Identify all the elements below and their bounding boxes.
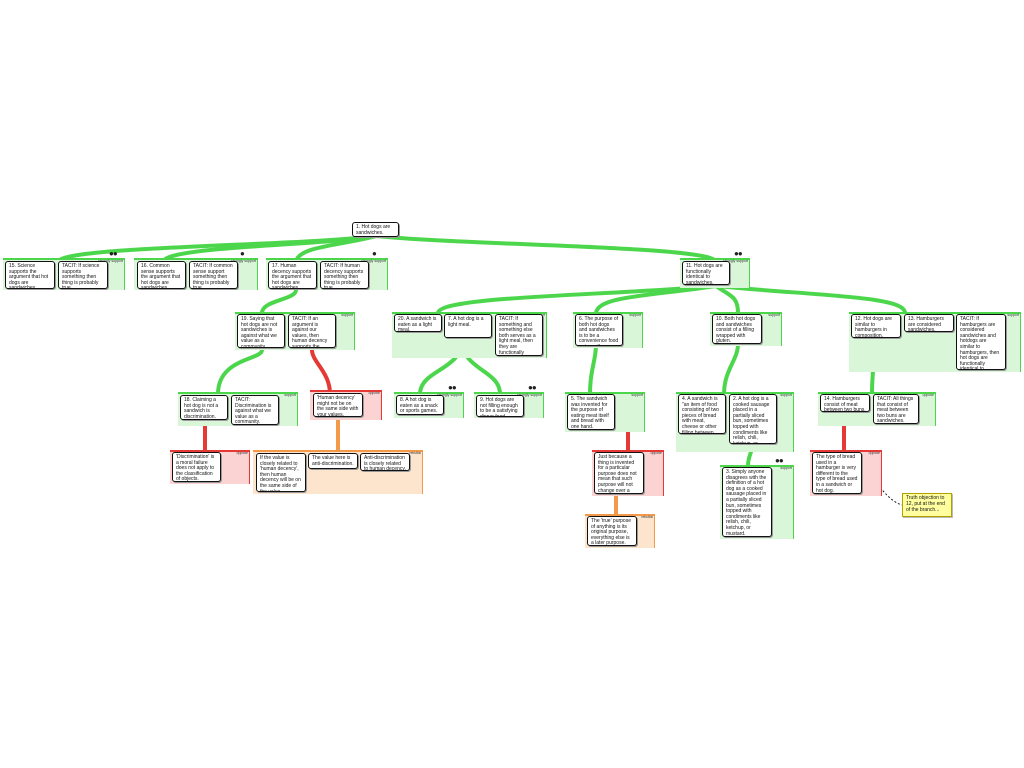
rebuttal-premise-2[interactable]: The value here is anti-discrimination. (308, 453, 358, 469)
premise-5[interactable]: 5. The sandwich was invented for the pur… (567, 394, 615, 430)
premise-7-tacit[interactable]: TACIT: If something and something else b… (495, 314, 543, 356)
strength-label: strongly support (723, 259, 748, 263)
objection-19[interactable]: 'Human decency' might not be on the same… (313, 393, 363, 417)
premise-9[interactable]: 9. Hot dogs are not filling enough to be… (476, 395, 524, 417)
premise-20[interactable]: 20. A sandwich is eaten as a light meal. (394, 314, 442, 332)
strength-label: support (284, 393, 296, 397)
strength-label: support (768, 313, 780, 317)
premise-16-tacit[interactable]: TACIT: If common sense support something… (189, 261, 238, 289)
strength-label: oppose (650, 451, 662, 455)
premise-18[interactable]: 18. Claiming a hot dog is not a sandwich… (180, 395, 228, 420)
strength-label: oppose (236, 451, 248, 455)
strength-label: support (780, 393, 792, 397)
premise-18-tacit[interactable]: TACIT: Discrimination is against what we… (231, 395, 279, 425)
premise-19[interactable]: 19. Saying that hot dogs are not sandwic… (237, 314, 285, 348)
premise-10[interactable]: 10. Both hot dogs and sandwiches consist… (712, 314, 762, 344)
objection-5[interactable]: Just because a thing is invented for a p… (594, 452, 644, 494)
strength-label: oppose (868, 451, 880, 455)
strength-label: support (629, 313, 641, 317)
premise-8[interactable]: 8. A hot dog is eaten as a snack or spor… (396, 395, 444, 415)
objection-14[interactable]: The type of bread used in a hamburger is… (812, 452, 862, 494)
sticky-note[interactable]: Truth objection to 12, put at the end of… (902, 493, 952, 517)
strength-label: oppose (922, 393, 934, 397)
premise-3[interactable]: 3. Simply anyone disagrees with the defi… (722, 467, 772, 537)
premise-12[interactable]: 12. Hot dogs are similar to hamburgers i… (851, 314, 901, 338)
strength-label: strongly support (98, 259, 123, 263)
strength-label: support (341, 313, 353, 317)
strength-label: strongly support (517, 393, 542, 397)
premise-dots-icon: ● (372, 249, 377, 258)
premise-17[interactable]: 17. Human decency supports the argument … (268, 261, 317, 289)
premise-14[interactable]: 14. Hamburgers consist of meat between t… (820, 394, 870, 412)
strength-label: strongly support (361, 259, 386, 263)
strength-label: support (780, 466, 792, 470)
premise-16[interactable]: 16. Common sense supports the argument t… (137, 261, 186, 289)
premise-15[interactable]: 15. Science supports the argument that h… (5, 261, 55, 289)
premise-13[interactable]: 13. Hamburgers are considered sandwiches… (904, 314, 954, 332)
strength-label: rebuttal (409, 451, 421, 455)
premise-14-tacit[interactable]: TACIT: All things that consist of meat b… (873, 394, 919, 424)
premise-dots-icon: ●● (109, 249, 118, 258)
strength-label: oppose (368, 391, 380, 395)
premise-7[interactable]: 7. A hot dog is a light meal. (444, 314, 492, 338)
strength-label: strongly support (231, 259, 256, 263)
premise-dots-icon: ● (240, 249, 245, 258)
premise-dots-icon: ●● (775, 456, 784, 465)
premise-6[interactable]: 6. The purpose of both hot dogs and sand… (575, 314, 623, 346)
rebuttal-5[interactable]: The 'true' purpose of anything is its or… (587, 516, 637, 546)
premise-11[interactable]: 11. Hot dogs are functionally identical … (682, 261, 730, 285)
premise-dots-icon: ●● (528, 383, 537, 392)
strength-label: strongly support (437, 393, 462, 397)
premise-19-tacit[interactable]: TACIT: If an argument is against our val… (288, 314, 336, 348)
premise-dots-icon: ●● (448, 383, 457, 392)
strength-label: support (1007, 313, 1019, 317)
premise-12-tacit[interactable]: TACIT: If hamburgers are considered sand… (956, 314, 1006, 370)
objection-18[interactable]: 'Discrimination' is a moral failure does… (172, 452, 221, 482)
main-claim[interactable]: 1. Hot dogs are sandwiches. (352, 222, 399, 237)
strength-label: rebuttal (641, 515, 653, 519)
rebuttal-premise-3[interactable]: Anti-discrimination is closely related t… (360, 453, 410, 471)
premise-2[interactable]: 2. A hot dog is a cooked sausage placed … (729, 394, 777, 444)
rebuttal-premise-1[interactable]: If the value is closely related to 'huma… (256, 453, 306, 492)
premise-17-tacit[interactable]: TACIT: If human decency supports somethi… (320, 261, 369, 289)
premise-dots-icon: ●● (734, 249, 743, 258)
strength-label: support (631, 393, 643, 397)
premise-4[interactable]: 4. A sandwich is "an item of food consis… (678, 394, 726, 434)
premise-15-tacit[interactable]: TACIT: If science supports something the… (58, 261, 108, 289)
